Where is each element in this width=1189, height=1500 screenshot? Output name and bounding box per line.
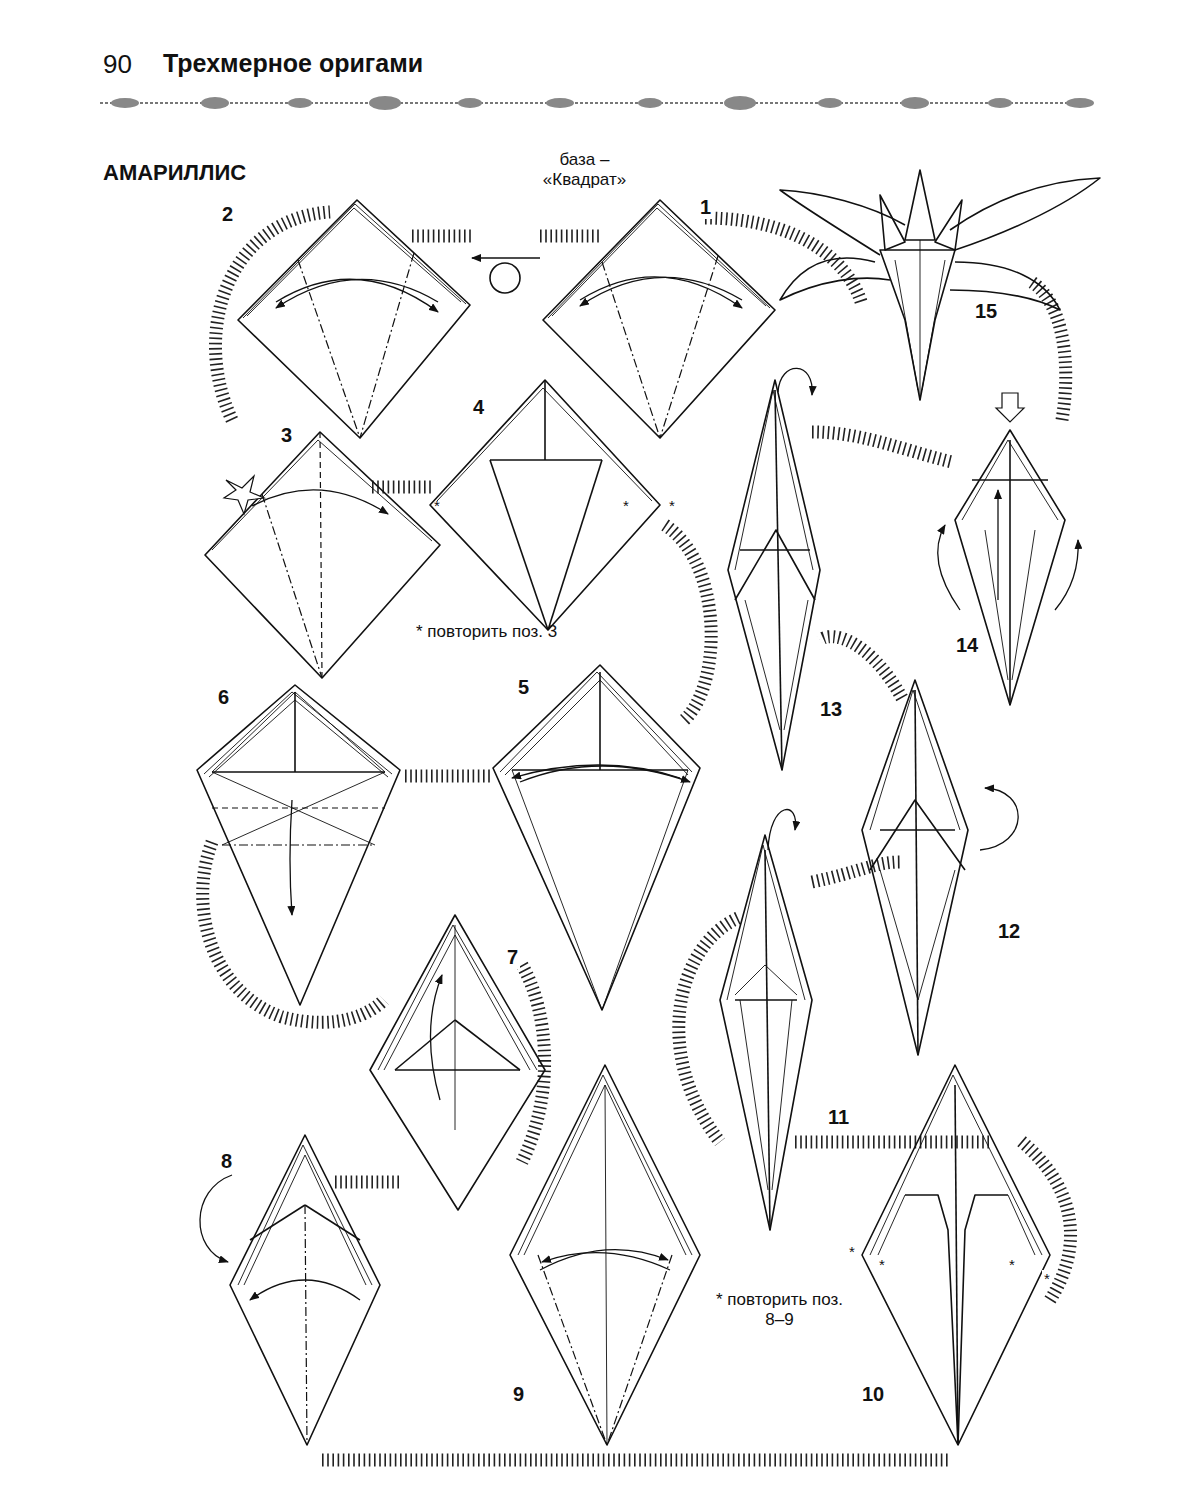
step-number: 7 [505, 946, 520, 969]
repeat-note: * повторить поз. 8–9 [712, 1290, 847, 1329]
running-header: Трехмерное оригами [163, 49, 423, 78]
figure-title: АМАРИЛЛИС [103, 160, 246, 185]
step-drawing [510, 1065, 700, 1445]
step-number: 3 [279, 424, 294, 447]
step-number: 1 [698, 196, 713, 219]
step-number: 5 [518, 676, 529, 699]
step-drawing [238, 200, 470, 438]
asterisk-mark: * [849, 1243, 855, 1260]
header-ornament [100, 96, 1095, 110]
step-number: 9 [513, 1383, 524, 1406]
step-drawing [197, 685, 400, 1005]
repeat-note: * повторить поз. 3 [416, 622, 557, 642]
asterisk-mark: * [434, 497, 440, 514]
asterisk-mark: * [1009, 1256, 1015, 1273]
step-drawing [430, 380, 660, 630]
step-number: 2 [220, 203, 235, 226]
step-drawing [862, 680, 1018, 1055]
step-number: 10 [862, 1383, 884, 1406]
step-drawing [370, 915, 545, 1210]
step-drawing [200, 1135, 380, 1445]
asterisk-mark: * [667, 497, 677, 514]
base-note: база – «Квадрат» [520, 150, 649, 189]
step-number: 4 [473, 396, 484, 419]
turn-over-symbol [472, 258, 540, 293]
step-number: 13 [818, 698, 844, 721]
step-number: 15 [975, 300, 997, 323]
step-number: 14 [956, 634, 978, 657]
step-drawing [205, 432, 440, 678]
step-number: 6 [218, 686, 229, 709]
step-number: 12 [998, 920, 1020, 943]
step-number: 8 [221, 1150, 232, 1173]
asterisk-mark: * [1042, 1270, 1052, 1287]
step-number: 11 [826, 1106, 851, 1129]
step-drawing [543, 200, 775, 438]
step-drawing [720, 810, 812, 1230]
asterisk-mark: * [623, 497, 629, 514]
asterisk-mark: * [879, 1256, 885, 1273]
step-drawing [493, 665, 700, 1010]
step-track [203, 212, 1071, 1460]
step-drawing [780, 170, 1100, 400]
step-drawing [728, 368, 820, 770]
step-drawing [862, 1065, 1050, 1445]
step-drawing [938, 393, 1078, 705]
page-number: 90 [103, 50, 132, 80]
